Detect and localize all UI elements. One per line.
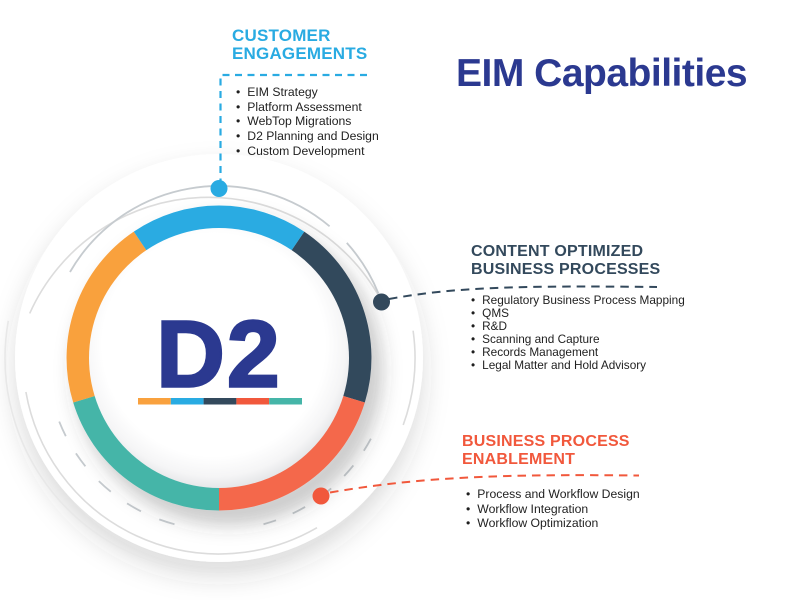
donut-ring xyxy=(66,205,372,511)
customer-title-line2: ENGAGEMENTS xyxy=(232,43,368,63)
customer-connector-line xyxy=(219,73,367,181)
underline-coral xyxy=(236,398,270,405)
content-section-title: CONTENT OPTIMIZED BUSINESS PROCESSES xyxy=(471,243,660,280)
ring-segment-business xyxy=(218,395,365,511)
underline-teal xyxy=(269,398,302,405)
business-section-title: BUSINESS PROCESS ENABLEMENT xyxy=(462,433,630,468)
business-anchor-dot xyxy=(312,487,330,505)
bullet-item: EIM Strategy xyxy=(236,85,379,100)
ring-segment-teal xyxy=(73,395,220,511)
outer-arc-bottom xyxy=(25,391,318,555)
orbit-arc-top xyxy=(69,185,331,273)
center-label: D2 xyxy=(155,301,282,408)
customer-list: EIM StrategyPlatform AssessmentWebTop Mi… xyxy=(236,85,379,159)
underline-orange xyxy=(138,398,171,405)
inner-disc xyxy=(89,228,349,488)
bullet-item: WebTop Migrations xyxy=(236,114,379,129)
bullet-item: Platform Assessment xyxy=(236,100,379,115)
content-anchor-dot xyxy=(373,293,390,311)
content-title-line1: CONTENT OPTIMIZED xyxy=(471,243,644,260)
business-title-line2: ENABLEMENT xyxy=(462,450,576,468)
underline-navy xyxy=(203,398,237,405)
bullet-item: Process and Workflow Design xyxy=(466,487,639,502)
business-title-line1: BUSINESS PROCESS xyxy=(462,433,630,450)
outer-arc-right xyxy=(402,330,416,426)
ring-segment-orange xyxy=(66,231,147,403)
bullet-item: Workflow Optimization xyxy=(466,516,640,531)
outermost-arc xyxy=(4,320,293,573)
business-connector-line xyxy=(329,474,640,494)
bullet-item: Custom Development xyxy=(236,144,379,159)
ring-segment-customer xyxy=(133,205,305,251)
content-list: Regulatory Business Process MappingQMSR&… xyxy=(471,294,685,372)
bullet-item: QMS xyxy=(471,307,685,320)
customer-title-line1: CUSTOMER xyxy=(232,26,331,45)
bullet-item: Legal Matter and Hold Advisory xyxy=(471,359,685,372)
business-list: Process and Workflow DesignWorkflow Inte… xyxy=(466,487,640,531)
page-title: EIM Capabilities xyxy=(456,52,748,95)
ring-segment-content xyxy=(291,231,372,403)
content-title-line2: BUSINESS PROCESSES xyxy=(471,261,661,279)
bullet-item: R&D xyxy=(471,320,685,333)
bullet-item: Records Management xyxy=(471,346,685,359)
orbit-arc-right xyxy=(346,242,380,294)
bullet-item: Regulatory Business Process Mapping xyxy=(471,294,685,307)
underline-cyan xyxy=(170,398,204,405)
content-connector-line xyxy=(388,285,658,300)
bullet-item: D2 Planning and Design xyxy=(236,129,378,144)
customer-anchor-dot xyxy=(210,180,228,197)
bullet-item: Scanning and Capture xyxy=(471,333,685,346)
outer-arc-top xyxy=(28,196,382,314)
center-underline xyxy=(138,398,302,405)
orbit-arc-dashed-bottom-left xyxy=(56,416,175,526)
bullet-item: Workflow Integration xyxy=(466,502,640,517)
customer-section-title: CUSTOMER ENGAGEMENTS xyxy=(232,27,367,62)
